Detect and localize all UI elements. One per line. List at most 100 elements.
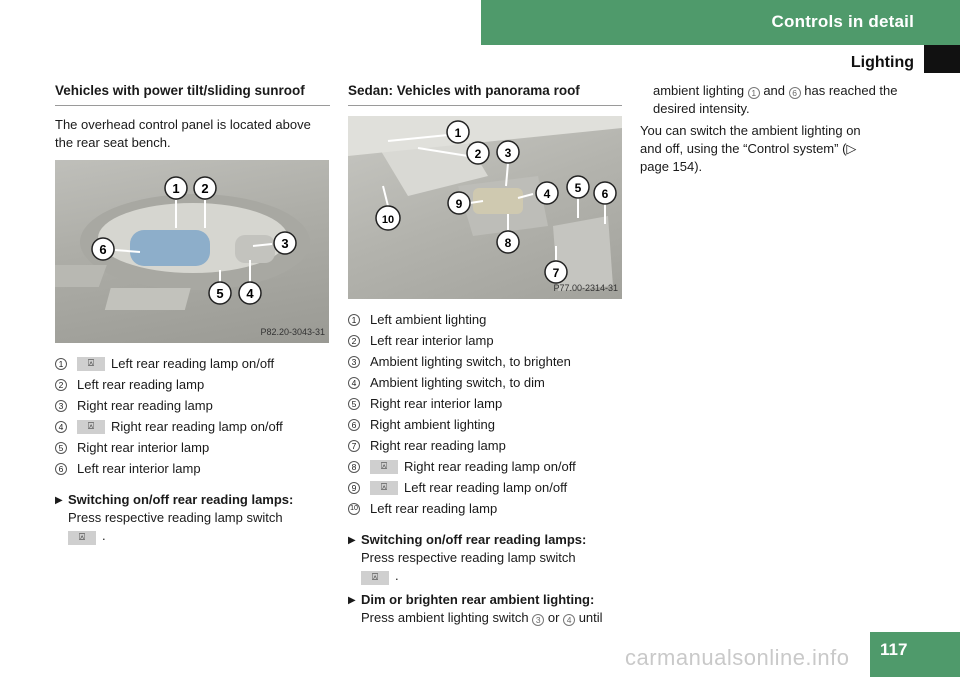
callout-number: 2 bbox=[348, 334, 360, 347]
reading-lamp-icon: ⍓ bbox=[370, 459, 398, 474]
callout-number: 2 bbox=[55, 378, 67, 391]
svg-text:10: 10 bbox=[382, 214, 394, 226]
svg-text:9: 9 bbox=[456, 197, 463, 211]
header-band bbox=[481, 0, 960, 45]
instruction-text-a: Press ambient lighting switch bbox=[361, 610, 529, 625]
overhead-panel-photo: 1 2 3 4 5 6 P82.20-3043-31 bbox=[55, 160, 329, 343]
legend-text: Left ambient lighting bbox=[370, 311, 487, 327]
reading-lamp-icon: ⍓ bbox=[77, 356, 105, 371]
svg-text:4: 4 bbox=[544, 187, 551, 201]
svg-text:3: 3 bbox=[505, 146, 512, 160]
continued-text-b: has reached the desired intensity. bbox=[653, 83, 898, 116]
callout-number: 4 bbox=[348, 376, 360, 389]
legend-item: 9 ⍓ Left rear reading lamp on/off bbox=[348, 477, 622, 498]
legend-item: 5 Right rear interior lamp bbox=[55, 437, 330, 458]
legend-item: 4 ⍓ Right rear reading lamp on/off bbox=[55, 416, 330, 437]
legend-text: Right rear interior lamp bbox=[370, 395, 503, 411]
svg-text:1: 1 bbox=[455, 126, 462, 140]
photo-code: P82.20-3043-31 bbox=[260, 327, 325, 337]
legend-text: Left rear interior lamp bbox=[77, 460, 201, 476]
svg-text:6: 6 bbox=[602, 187, 609, 201]
callout-number: 5 bbox=[348, 397, 360, 410]
page-number: 117 bbox=[880, 640, 908, 659]
callout-number-inline: 6 bbox=[788, 87, 801, 99]
legend-item: 1 ⍓ Left rear reading lamp on/off bbox=[55, 353, 330, 374]
photo-code: P77.00-2314-31 bbox=[553, 283, 618, 293]
instruction-text: Press respective reading lamp switch bbox=[361, 550, 576, 565]
svg-text:4: 4 bbox=[246, 286, 254, 301]
instruction-text-b: until bbox=[578, 610, 603, 625]
column-panorama-roof: Sedan: Vehicles with panorama roof 1 2 3… bbox=[348, 82, 622, 627]
svg-text:5: 5 bbox=[216, 286, 223, 301]
legend-item: 2 Left rear reading lamp bbox=[55, 374, 330, 395]
column-continuation: ambient lighting 1 and 6 has reached the… bbox=[640, 82, 920, 176]
legend-text: Left rear reading lamp bbox=[77, 376, 205, 392]
section-tab-marker bbox=[924, 45, 960, 73]
callout-number: 3 bbox=[55, 399, 67, 412]
callout-number: 5 bbox=[55, 441, 67, 454]
legend-text: Right rear reading lamp bbox=[77, 397, 213, 413]
callout-number: 6 bbox=[55, 462, 67, 475]
legend-item: 3 Right rear reading lamp bbox=[55, 395, 330, 416]
continued-and: and bbox=[763, 83, 786, 98]
instruction-or: or bbox=[547, 610, 560, 625]
continued-text-a: ambient lighting bbox=[653, 83, 745, 98]
section-title: Lighting bbox=[850, 54, 914, 71]
instruction-text: Press ambient lighting switch 3 or 4 unt… bbox=[361, 609, 622, 627]
legend-item: 6 Right ambient lighting bbox=[348, 414, 622, 435]
instruction-text: Press respective reading lamp switch bbox=[68, 510, 283, 525]
instruction-end: . bbox=[395, 568, 399, 583]
svg-text:7: 7 bbox=[553, 266, 560, 280]
svg-text:2: 2 bbox=[201, 181, 208, 196]
reading-lamp-icon: ⍓ bbox=[370, 480, 398, 495]
legend-text: Right rear reading lamp bbox=[370, 437, 506, 453]
svg-text:3: 3 bbox=[281, 236, 288, 251]
legend-item: 5 Right rear interior lamp bbox=[348, 393, 622, 414]
reading-lamp-icon: ⍓ bbox=[77, 419, 105, 434]
arrow-bullet-icon: ▶ bbox=[348, 535, 356, 546]
callout-number: 6 bbox=[348, 418, 360, 431]
callout-number: 1 bbox=[55, 357, 67, 370]
continued-instruction: ambient lighting 1 and 6 has reached the… bbox=[640, 82, 920, 118]
instruction-title: Dim or brighten rear ambient lighting: bbox=[361, 592, 595, 607]
legend-text: Left rear reading lamp on/off bbox=[404, 479, 568, 495]
column-heading: Sedan: Vehicles with panorama roof bbox=[348, 82, 622, 106]
legend-text: Right ambient lighting bbox=[370, 416, 496, 432]
instruction-bullet: ▶ Switching on/off rear reading lamps: P… bbox=[348, 531, 622, 585]
column-heading: Vehicles with power tilt/sliding sunroof bbox=[55, 82, 330, 106]
column-sunroof: Vehicles with power tilt/sliding sunroof… bbox=[55, 82, 330, 545]
chapter-title: Controls in detail bbox=[771, 12, 914, 31]
svg-text:1: 1 bbox=[172, 181, 179, 196]
legend-item: 7 Right rear reading lamp bbox=[348, 435, 622, 456]
legend-item: 1 Left ambient lighting bbox=[348, 309, 622, 330]
svg-text:6: 6 bbox=[99, 242, 106, 257]
instruction-title: Switching on/off rear reading lamps: bbox=[361, 532, 587, 547]
page-number-band bbox=[870, 632, 960, 677]
callout-number: 3 bbox=[348, 355, 360, 368]
callout-number: 1 bbox=[348, 313, 360, 326]
watermark: carmanualsonline.info bbox=[625, 645, 850, 670]
legend-text: Right rear reading lamp on/off bbox=[111, 418, 283, 434]
svg-text:2: 2 bbox=[475, 147, 482, 161]
instruction-title: Switching on/off rear reading lamps: bbox=[68, 492, 294, 507]
panorama-panel-photo: 1 2 3 4 5 6 7 8 9 10 P77.00-2314-31 bbox=[348, 116, 622, 299]
instruction-end: . bbox=[102, 528, 106, 543]
callout-number: 8 bbox=[348, 460, 360, 473]
legend-text: Right rear reading lamp on/off bbox=[404, 458, 576, 474]
callout-number: 9 bbox=[348, 481, 360, 494]
svg-text:8: 8 bbox=[505, 236, 512, 250]
svg-text:5: 5 bbox=[575, 181, 582, 195]
legend-text: Left rear reading lamp on/off bbox=[111, 355, 275, 371]
intro-text: The overhead control panel is located ab… bbox=[55, 117, 311, 150]
legend-item: 8 ⍓ Right rear reading lamp on/off bbox=[348, 456, 622, 477]
arrow-bullet-icon: ▶ bbox=[55, 495, 63, 506]
callout-number-inline: 1 bbox=[747, 87, 760, 99]
arrow-bullet-icon: ▶ bbox=[348, 595, 356, 606]
callout-number: 4 bbox=[55, 420, 67, 433]
callout-number: 7 bbox=[348, 439, 360, 452]
control-system-paragraph: You can switch the ambient lighting on a… bbox=[640, 123, 861, 174]
